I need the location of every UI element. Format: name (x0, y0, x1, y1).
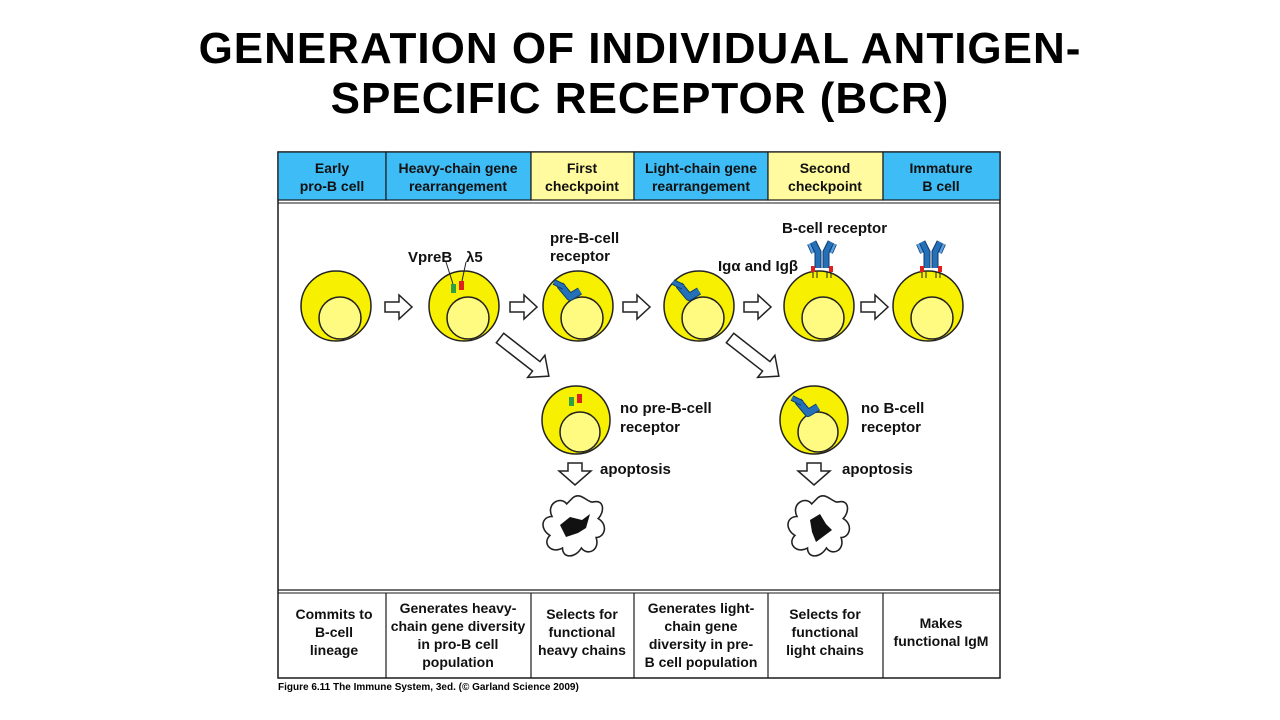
header-heavy-1: Heavy-chain gene (398, 160, 517, 176)
header-light-2: rearrangement (652, 178, 750, 194)
label-ig-alpha-beta: Igα and Igβ (718, 258, 798, 275)
footer-1-line-2: B-cell (315, 624, 353, 640)
footer-1-line-3: lineage (310, 642, 358, 658)
cell-b-receptor (783, 242, 855, 342)
footer-6-line-1: Makes (920, 615, 963, 631)
footer-3-line-2: functional (549, 624, 616, 640)
header-second-1: Second (800, 160, 851, 176)
figure-caption: Figure 6.11 The Immune System, 3ed. (© G… (278, 682, 579, 693)
footer-1-line-1: Commits to (296, 606, 373, 622)
cell-early-pro-b (300, 270, 372, 342)
header-early-1: Early (315, 160, 349, 176)
label-apoptosis-1: apoptosis (600, 461, 671, 478)
cell-no-pre-b (541, 385, 611, 455)
footer-2-line-4: population (422, 654, 494, 670)
label-no-b-cell-2: receptor (861, 419, 921, 436)
footer-6-line-2: functional IgM (894, 633, 989, 649)
footer-2-line-2: chain gene diversity (391, 618, 526, 634)
cell-pro-b (428, 261, 500, 342)
label-vpreb: VpreB (408, 249, 452, 266)
cell-immature-b (892, 242, 964, 342)
footer-2-line-1: Generates heavy- (400, 600, 517, 616)
footer-5-line-2: functional (792, 624, 859, 640)
footer-4-line-1: Generates light- (648, 600, 755, 616)
label-pre-b-receptor-2: receptor (550, 248, 610, 265)
header-light-1: Light-chain gene (645, 160, 757, 176)
footer-5-line-3: light chains (786, 642, 864, 658)
header-first-1: First (567, 160, 598, 176)
title-line-1: GENERATION OF INDIVIDUAL ANTIGEN- (198, 24, 1082, 73)
cell-pre-b-light (663, 270, 735, 342)
apoptotic-cell-1 (542, 495, 606, 557)
lambda5-marker (459, 281, 464, 290)
footer-2-line-3: in pro-B cell (418, 636, 499, 652)
label-apoptosis-2: apoptosis (842, 461, 913, 478)
header-second-2: checkpoint (788, 178, 862, 194)
footer-4-line-3: diversity in pre- (649, 636, 754, 652)
header-immature-2: B cell (922, 178, 959, 194)
slide-title: GENERATION OF INDIVIDUAL ANTIGEN- SPECIF… (0, 24, 1280, 124)
header-immature-1: Immature (909, 160, 972, 176)
header-heavy-2: rearrangement (409, 178, 507, 194)
label-b-cell-receptor: B-cell receptor (782, 220, 887, 237)
label-no-pre-b-2: receptor (620, 419, 680, 436)
cell-pre-b (542, 270, 614, 342)
footer-3-line-1: Selects for (546, 606, 618, 622)
label-no-b-cell-1: no B-cell (861, 400, 924, 417)
header-early-2: pro-B cell (300, 178, 365, 194)
header-first-2: checkpoint (545, 178, 619, 194)
apoptotic-cell-2 (787, 495, 851, 557)
footer-5-line-1: Selects for (789, 606, 861, 622)
label-no-pre-b-1: no pre-B-cell (620, 400, 712, 417)
cell-no-b (779, 385, 849, 455)
vpreb-marker (451, 284, 456, 293)
footer-4-line-4: B cell population (645, 654, 758, 670)
footer-3-line-3: heavy chains (538, 642, 626, 658)
title-line-2: SPECIFIC RECEPTOR (BCR) (330, 74, 950, 123)
footer-4-line-2: chain gene (664, 618, 737, 634)
header-band (277, 151, 1001, 201)
label-lambda5: λ5 (466, 249, 483, 266)
label-pre-b-receptor-1: pre-B-cell (550, 230, 619, 247)
